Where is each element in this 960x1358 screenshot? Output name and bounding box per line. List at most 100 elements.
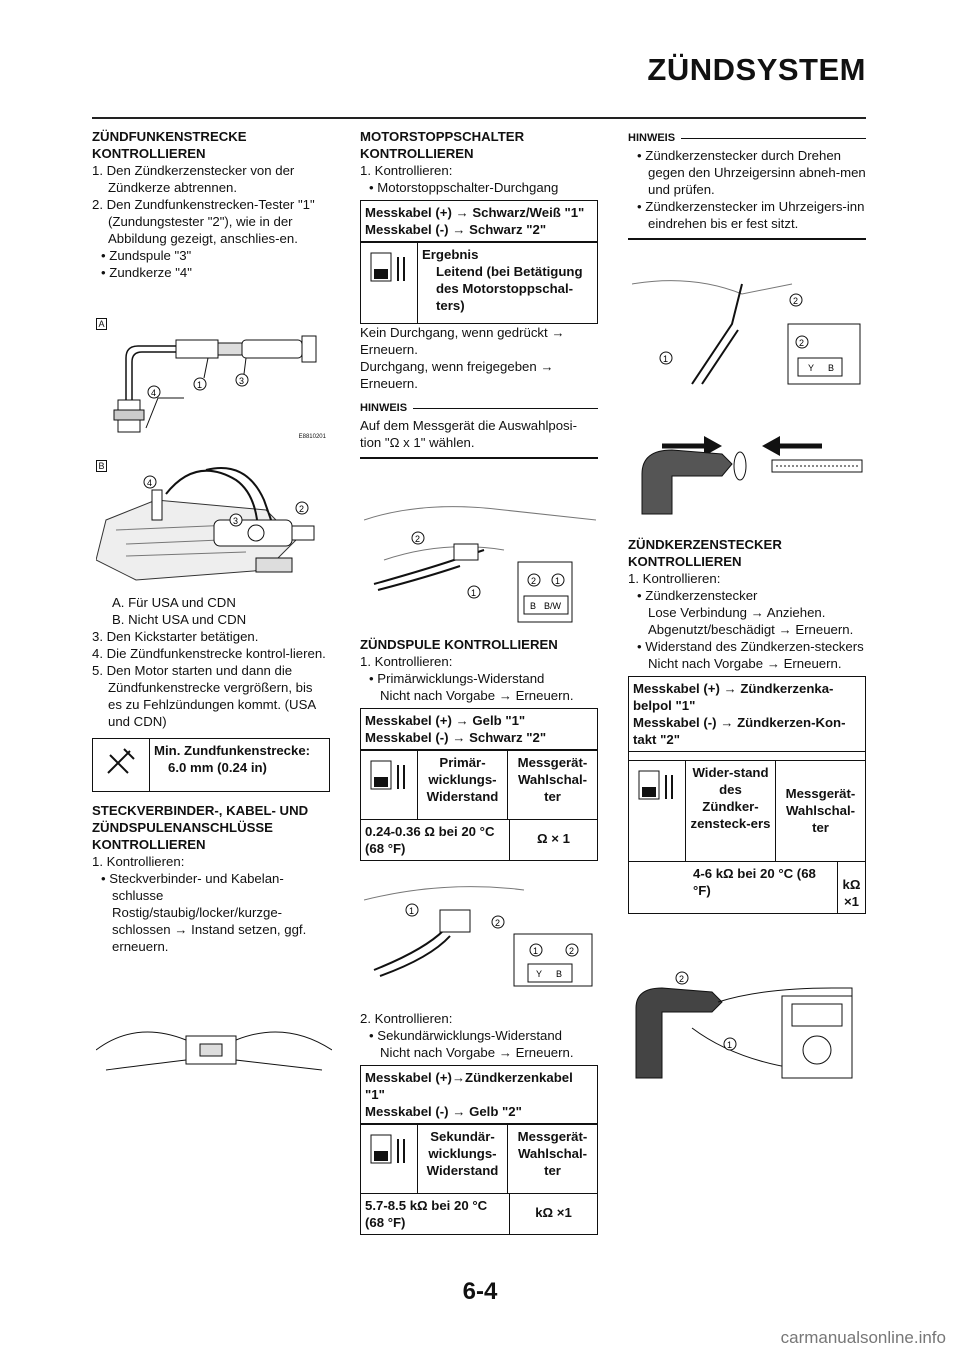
multimeter-icon [361,751,418,819]
svg-text:3: 3 [239,376,244,386]
step-cap-1: 1. Kontrollieren: [628,571,721,586]
engine-tester-illustration: 4 3 2 [95,467,315,581]
step-2: 2. Den Zundfunkenstrecken-Tester "1" (Zu… [92,197,315,246]
bullet-install-cap: • Zündkerzenstecker im Uhrzeigers-inn ei… [637,199,865,231]
bullet-plug: • Zundkerze "4" [101,265,192,280]
svg-text:2: 2 [495,918,500,928]
svg-text:1: 1 [197,380,202,390]
secondary-detail: Nicht nach Vorgabe → Erneuern. [380,1045,574,1060]
column-1: ZÜNDFUNKENSTRECKE KONTROLLIEREN 1. Den Z… [92,128,330,281]
primary-leads: Messkabel (+) → Gelb "1" Messkabel (-) →… [361,709,597,750]
svg-text:B/W: B/W [544,601,562,611]
column-2: MOTORSTOPPSCHALTER KONTROLLIEREN 1. Kont… [360,128,598,459]
primary-coil-illustration: 1 2 Y B 1 2 [363,886,593,987]
column-3: HINWEIS • Zündkerzenstecker durch Drehen… [628,122,866,240]
figure-a-code: E8810201 [298,434,326,440]
svg-text:2: 2 [679,974,684,984]
bullet-cap-resistance: • Widerstand des Zündkerzen-steckers [637,639,864,654]
heading-connectors: STECKVERBINDER-, KABEL- UND ZÜNDSPULENAN… [92,803,309,852]
heading-spark-gap: ZÜNDFUNKENSTRECKE KONTROLLIEREN [92,129,247,161]
spec-cap: Messkabel (+) → Zündkerzenka-belpol "1" … [628,676,866,914]
step-1: 1. Den Zündkerzenstecker von der Zündker… [92,163,295,195]
step-coil-2: 2. Kontrollieren: [360,1011,453,1026]
hinweis-3-rule [628,238,866,240]
hinweis-2-rule [360,457,598,459]
stop-note-pressed: Kein Durchgang, wenn gedrückt → Erneuern… [360,325,565,357]
title-rule [92,117,866,119]
caption-b: B. Nicht USA und CDN [112,612,247,627]
bullet-remove-cap: • Zündkerzenstecker durch Drehen gegen d… [637,148,866,197]
connectors-detail: Rostig/staubig/locker/kurzge-schlossen →… [112,905,307,954]
figure-a-tester: A 1 3 4 E8810201 [96,318,332,446]
secondary-value: 5.7-8.5 kΩ bei 20 °C (68 °F) [361,1194,510,1234]
step-stop-1: 1. Kontrollieren: [360,163,453,178]
column-2-coil: ZÜNDSPULE KONTROLLIEREN 1. Kontrollieren… [360,636,598,861]
svg-text:2: 2 [793,296,798,306]
primary-switch-value: Ω × 1 [537,831,570,846]
cap-col-switch: Messgerät-Wahlschal-ter [785,786,856,835]
figure-b-engine: B 4 3 2 [95,460,332,586]
svg-text:2: 2 [799,338,804,348]
cap-col-label: Wider-stand des Zündker-zensteck-ers [686,761,776,861]
svg-text:2: 2 [569,946,574,956]
svg-text:1: 1 [471,588,476,598]
spec-stop-switch: Messkabel (+) → Schwarz/Weiß "1" Messkab… [360,200,598,324]
wrench-icon [93,739,150,791]
result-label: Ergebnis [422,247,479,262]
hinweis-2-text: Auf dem Messgerät die Auswahlposi-tion "… [360,418,577,450]
heading-stop-switch: MOTORSTOPPSCHALTER KONTROLLIEREN [360,129,525,161]
spec-value: 6.0 mm (0.24 in) [168,760,267,775]
result-value: Leitend (bei Betätigung des Motorstoppsc… [436,264,583,313]
cap-resistance-detail: Nicht nach Vorgabe → Erneuern. [648,656,842,671]
figure-hands-connector [95,1010,333,1080]
bullet-cap: • Zündkerzenstecker [637,588,758,603]
svg-text:2: 2 [531,576,536,586]
spec-spark-gap: Min. Zundfunkenstrecke: 6.0 mm (0.24 in) [92,738,330,792]
multimeter-icon [361,1125,418,1193]
hands-connector-illustration [95,1031,333,1071]
step-connectors-1: 1. Kontrollieren: [92,854,185,869]
cap-detail-loose: Lose Verbindung → Anziehen. [648,605,826,620]
stop-switch-leads: Messkabel (+) → Schwarz/Weiß "1" Messkab… [361,201,597,242]
secondary-leads: Messkabel (+)→Zündkerzenkabel "1" Messka… [361,1066,597,1124]
stop-switch-illustration: 2 1 B B/W 2 1 [363,506,597,623]
svg-text:B: B [530,601,536,611]
step-4: 4. Die Zündfunkenstrecke kontrol-lieren. [92,646,326,661]
page-title: ZÜNDSYSTEM [647,52,866,87]
svg-text:1: 1 [409,906,414,916]
spec-label: Min. Zundfunkenstrecke: [154,743,311,758]
cap-detail-worn: Abgenutzt/beschädigt → Erneuern. [648,622,854,637]
cap-switch-value: kΩ ×1 [842,877,861,909]
secondary-col-switch: Messgerät-Wahlschal-ter [517,1129,588,1178]
svg-text:1: 1 [555,576,560,586]
primary-col-label: Primär-wicklungs-Widerstand [418,751,508,819]
primary-detail: Nicht nach Vorgabe → Erneuern. [380,688,574,703]
heading-ignition-coil: ZÜNDSPULE KONTROLLIEREN [360,637,558,652]
cap-value: 4-6 kΩ bei 20 °C (68 °F) [629,862,838,913]
spec-primary: Messkabel (+) → Gelb "1" Messkabel (-) →… [360,708,598,861]
cap-connector-illustration: 2 1 Y B 2 [631,280,861,385]
svg-text:4: 4 [147,478,152,488]
page-number: 6-4 [462,1278,498,1305]
bullet-stop-continuity: • Motorstoppschalter-Durchgang [369,180,559,195]
bullet-coil: • Zundspule "3" [101,248,192,263]
svg-text:Y: Y [536,969,542,979]
column-2-secondary: 2. Kontrollieren: • Sekundärwicklungs-Wi… [360,1010,598,1235]
spec-secondary: Messkabel (+)→Zündkerzenkabel "1" Messka… [360,1065,598,1235]
hinweis-3: HINWEIS [628,130,866,147]
secondary-switch-value: kΩ ×1 [535,1205,572,1220]
svg-text:1: 1 [727,1040,732,1050]
bullet-primary: • Primärwicklungs-Widerstand [369,671,545,686]
svg-text:Y: Y [808,363,814,373]
spark-tester-illustration: 1 3 4 [113,335,317,433]
secondary-col-label: Sekundär-wicklungs-Widerstand [418,1125,508,1193]
column-3-cap: ZÜNDKERZENSTECKER KONTROLLIEREN 1. Kontr… [628,536,866,914]
figure-stop-switch: 2 1 B B/W 2 1 [363,500,597,626]
caption-a: A. Für USA und CDN [112,595,236,610]
bullet-secondary: • Sekundärwicklungs-Widerstand [369,1028,562,1043]
multimeter-icon [361,243,418,323]
svg-text:1: 1 [663,354,668,364]
cap-leads: Messkabel (+) → Zündkerzenka-belpol "1" … [629,677,865,752]
primary-col-switch: Messgerät-Wahlschal-ter [517,755,588,804]
hinweis-2: HINWEIS [360,400,598,417]
